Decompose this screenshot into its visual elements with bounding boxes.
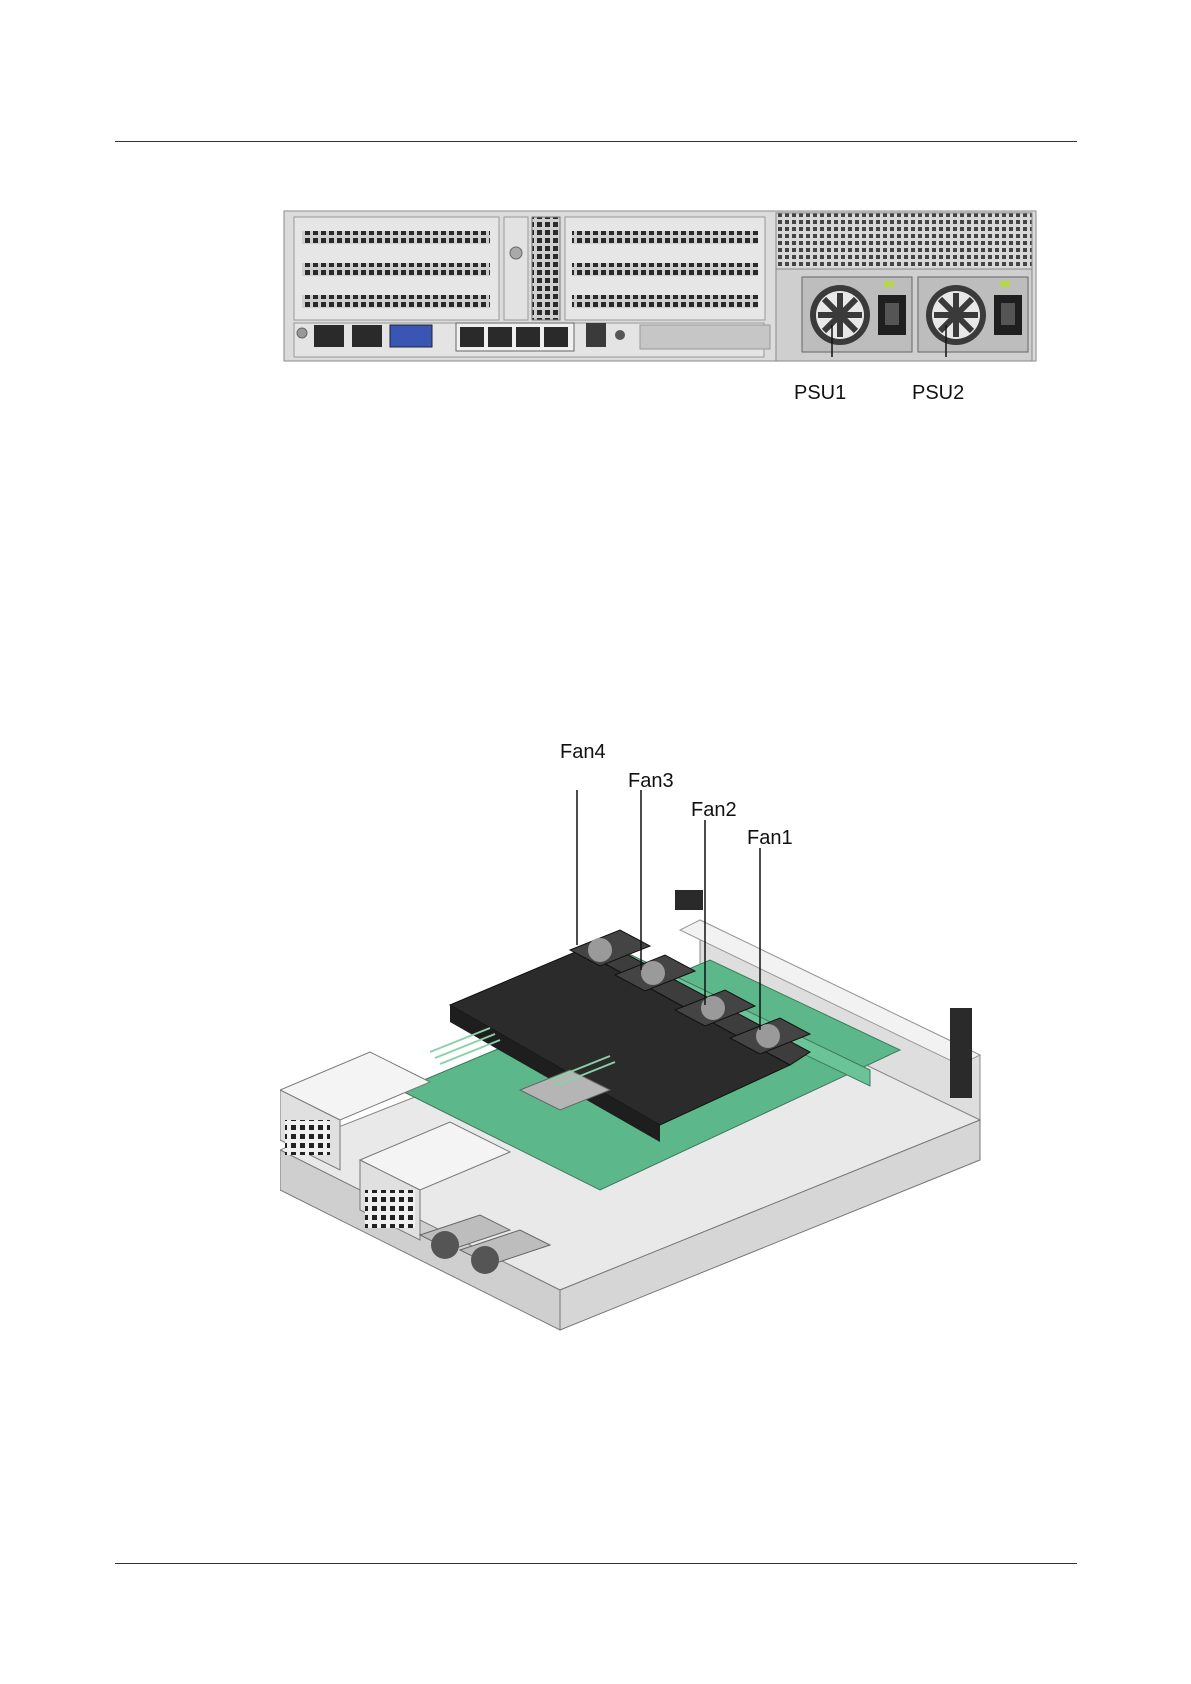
psu1-module — [802, 277, 912, 352]
callout-psu2: PSU2 — [912, 382, 964, 404]
fan-callouts: Fan4 Fan3 Fan2 Fan1 — [560, 740, 860, 870]
serial-port — [352, 325, 382, 347]
header-rule — [115, 141, 1077, 142]
footer-rule — [115, 1563, 1077, 1564]
mgmt-port — [314, 325, 344, 347]
usb-ports — [586, 323, 606, 347]
callout-fan1: Fan1 — [747, 827, 793, 849]
lan-port-3 — [516, 327, 540, 347]
callout-psu1: PSU1 — [794, 382, 846, 404]
callout-fan2: Fan2 — [691, 799, 737, 821]
rear-panel-figure: PSU1 PSU2 — [280, 205, 1040, 415]
chassis-internal-figure — [280, 790, 1040, 1390]
callout-fan3: Fan3 — [628, 770, 674, 792]
lan-port-4 — [544, 327, 568, 347]
psu2-module — [918, 277, 1028, 352]
callout-fan4: Fan4 — [560, 741, 606, 763]
vga-port — [390, 325, 432, 347]
lan-port-1 — [460, 327, 484, 347]
lan-port-2 — [488, 327, 512, 347]
